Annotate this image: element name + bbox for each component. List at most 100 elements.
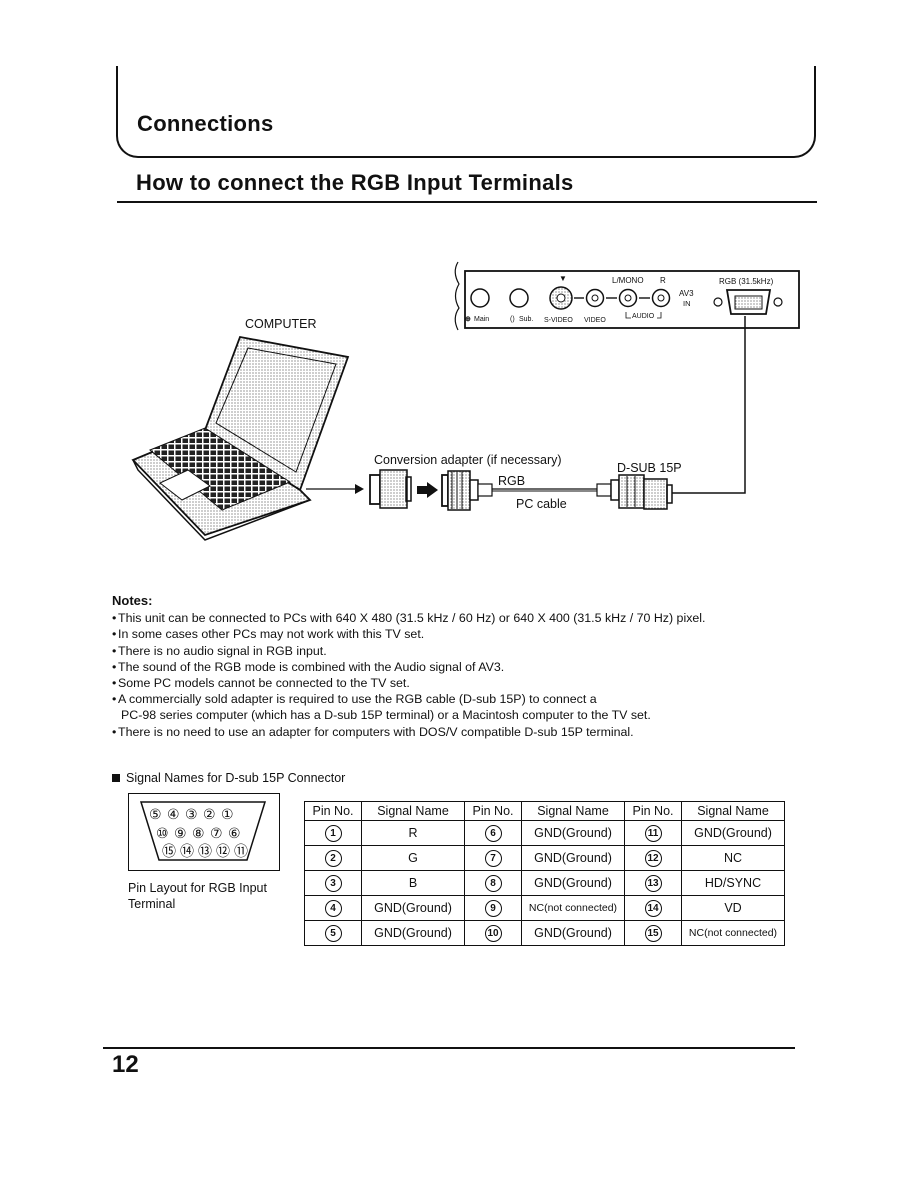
page-number: 12 xyxy=(112,1051,139,1078)
signal-name: G xyxy=(361,845,465,871)
pin-number: 5 xyxy=(324,924,342,942)
rgb-port-icon xyxy=(725,289,772,315)
signal-name: GND(Ground) xyxy=(681,820,785,846)
signal-name: GND(Ground) xyxy=(521,845,625,871)
svg-text:⑫: ⑫ xyxy=(216,844,230,860)
computer-label: COMPUTER xyxy=(245,317,317,331)
main-jack-icon xyxy=(470,288,490,308)
dsub-outline-icon xyxy=(139,801,267,861)
pin-number: 14 xyxy=(644,899,662,917)
tv-rear-panel: ▼ L/MONO R RGB (31.5kHz) AV3 IN ⊕ Main (… xyxy=(454,261,800,331)
svg-text:⑥: ⑥ xyxy=(228,826,241,842)
av3-label: AV3 xyxy=(679,289,694,298)
pin-number: 7 xyxy=(484,849,502,867)
notes-title: Notes: xyxy=(112,593,153,608)
pin-number: 4 xyxy=(324,899,342,917)
signal-name: NC(not connected) xyxy=(521,895,625,921)
svg-text:⑦: ⑦ xyxy=(210,826,223,842)
svg-text:⊕: ⊕ xyxy=(465,316,471,323)
svideo-label: S-VIDEO xyxy=(544,317,573,324)
adapter-label: Conversion adapter (if necessary) xyxy=(374,453,562,467)
svg-text:⑭: ⑭ xyxy=(180,844,194,860)
rgb-label: RGB xyxy=(498,474,525,488)
section-title: Connections xyxy=(137,111,274,136)
pin-number: 3 xyxy=(324,874,342,892)
pin-number: 13 xyxy=(644,874,662,892)
signal-name: NC(not connected) xyxy=(681,920,785,946)
svg-text:(): () xyxy=(510,316,515,323)
table-row: 1 R 6 GND(Ground) 11 GND(Ground) xyxy=(304,820,785,846)
signal-name: GND(Ground) xyxy=(361,895,465,921)
page-heading: How to connect the RGB Input Terminals xyxy=(136,170,574,195)
note-item: This unit can be connected to PCs with 6… xyxy=(112,610,812,626)
table-header-row: Pin No. Signal Name Pin No. Signal Name … xyxy=(304,801,785,821)
main-label: Main xyxy=(474,316,489,323)
note-item-continuation: PC-98 series computer (which has a D-sub… xyxy=(121,708,651,723)
table-row: 5 GND(Ground) 10 GND(Ground) 15 NC(not c… xyxy=(304,920,785,946)
laptop-illustration: COMPUTER xyxy=(131,317,350,541)
svg-text:⑨: ⑨ xyxy=(174,826,187,842)
pc-cable-icon xyxy=(441,470,673,511)
signal-name: GND(Ground) xyxy=(521,920,625,946)
signal-name: R xyxy=(361,820,465,846)
note-item: A commercially sold adapter is required … xyxy=(112,691,812,707)
note-item: In some cases other PCs may not work wit… xyxy=(112,626,812,642)
table-row: 4 GND(Ground) 9 NC(not connected) 14 VD xyxy=(304,895,785,921)
signal-title-text: Signal Names for D-sub 15P Connector xyxy=(126,771,346,785)
dsub-label: D-SUB 15P xyxy=(617,461,682,475)
pin-number: 6 xyxy=(484,824,502,842)
audio-label: AUDIO xyxy=(632,313,655,320)
pin-number: 15 xyxy=(644,924,662,942)
pin-row-3: ⑮ xyxy=(162,844,176,860)
svg-text:①: ① xyxy=(221,807,234,823)
square-bullet-icon xyxy=(112,774,120,782)
conversion-adapter-icon xyxy=(369,469,412,509)
pin-number: 10 xyxy=(484,924,502,942)
pin-number: 1 xyxy=(324,824,342,842)
pin-number: 8 xyxy=(484,874,502,892)
signal-name: GND(Ground) xyxy=(521,870,625,896)
table-row: 3 B 8 GND(Ground) 13 HD/SYNC xyxy=(304,870,785,896)
pin-row-2: ⑩ xyxy=(156,826,169,842)
svg-text:⑬: ⑬ xyxy=(198,844,212,860)
in-label: IN xyxy=(683,299,691,308)
notes-section: Notes: This unit can be connected to PCs… xyxy=(112,593,812,740)
signal-table: Pin No. Signal Name Pin No. Signal Name … xyxy=(304,801,785,946)
section-frame xyxy=(116,66,816,158)
rgb-cable-line xyxy=(672,316,746,494)
table-row: 2 G 7 GND(Ground) 12 NC xyxy=(304,845,785,871)
signal-name: NC xyxy=(681,845,785,871)
pin-number: 12 xyxy=(644,849,662,867)
pin-number: 9 xyxy=(484,899,502,917)
heading-rule xyxy=(117,201,817,203)
svg-text:▼: ▼ xyxy=(559,274,567,283)
note-item: There is no need to use an adapter for c… xyxy=(112,724,812,740)
signal-section-title: Signal Names for D-sub 15P Connector xyxy=(112,771,345,785)
pin-layout-caption: Pin Layout for RGB Input Terminal xyxy=(128,881,267,911)
header-signal-name: Signal Name xyxy=(681,801,785,821)
note-item: Some PC models cannot be connected to th… xyxy=(112,675,812,691)
svg-text:⑪: ⑪ xyxy=(234,844,248,860)
signal-name: HD/SYNC xyxy=(681,870,785,896)
video-jack-icon xyxy=(585,288,605,308)
footer-rule xyxy=(103,1047,795,1049)
pin-row-1: ⑤ xyxy=(149,807,162,823)
svg-text:④: ④ xyxy=(167,807,180,823)
pin-number: 2 xyxy=(324,849,342,867)
connection-diagram: ▼ L/MONO R RGB (31.5kHz) AV3 IN ⊕ Main (… xyxy=(131,261,800,541)
sub-label: Sub. xyxy=(519,316,533,323)
header-signal-name: Signal Name xyxy=(361,801,465,821)
video-label: VIDEO xyxy=(584,317,606,324)
pc-cable-label: PC cable xyxy=(516,497,567,511)
rgb-freq-label: RGB (31.5kHz) xyxy=(719,277,774,286)
svg-text:②: ② xyxy=(203,807,216,823)
signal-name: B xyxy=(361,870,465,896)
note-item: The sound of the RGB mode is combined wi… xyxy=(112,659,812,675)
note-item: There is no audio signal in RGB input. xyxy=(112,643,812,659)
r-label: R xyxy=(660,276,666,285)
signal-name: GND(Ground) xyxy=(361,920,465,946)
pin-number: 11 xyxy=(644,824,662,842)
signal-name: GND(Ground) xyxy=(521,820,625,846)
lmono-label: L/MONO xyxy=(612,276,644,285)
header-signal-name: Signal Name xyxy=(521,801,625,821)
